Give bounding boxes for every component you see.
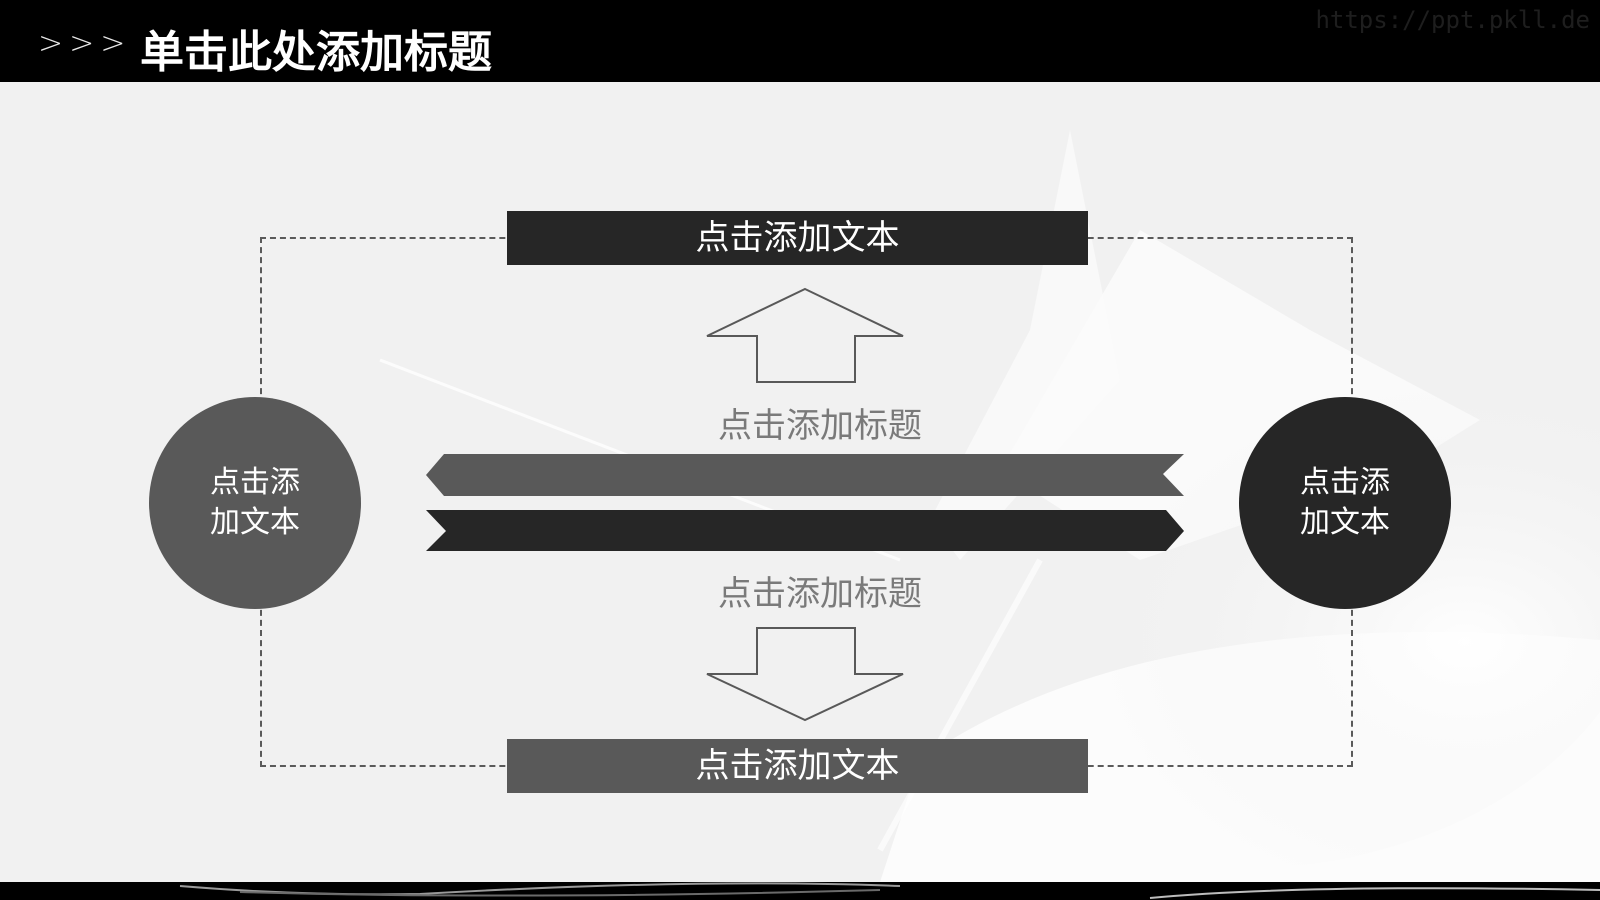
right-circle[interactable]: 点击添 加文本	[1239, 397, 1451, 609]
dashed-connector-frame	[260, 237, 1353, 767]
chevrons-icon: >>>	[38, 26, 132, 61]
right-circle-line1: 点击添	[1300, 465, 1390, 500]
watermark-url: https://ppt.pkll.de	[1315, 6, 1590, 34]
book-edge-image	[179, 882, 1600, 899]
left-circle-line2: 加文本	[210, 505, 300, 540]
slide-header: >>> 单击此处添加标题 https://ppt.pkll.de	[0, 0, 1600, 82]
bottom-text-box[interactable]: 点击添加文本	[507, 739, 1088, 793]
right-circle-line2: 加文本	[1300, 505, 1390, 540]
slide-title[interactable]: 单击此处添加标题	[140, 27, 492, 78]
upper-subtitle[interactable]: 点击添加标题	[718, 406, 922, 446]
top-text-box[interactable]: 点击添加文本	[507, 211, 1088, 265]
left-circle[interactable]: 点击添 加文本	[149, 397, 361, 609]
footer-strip	[0, 882, 1600, 900]
left-circle-line1: 点击添	[210, 465, 300, 500]
lower-subtitle[interactable]: 点击添加标题	[718, 574, 922, 614]
